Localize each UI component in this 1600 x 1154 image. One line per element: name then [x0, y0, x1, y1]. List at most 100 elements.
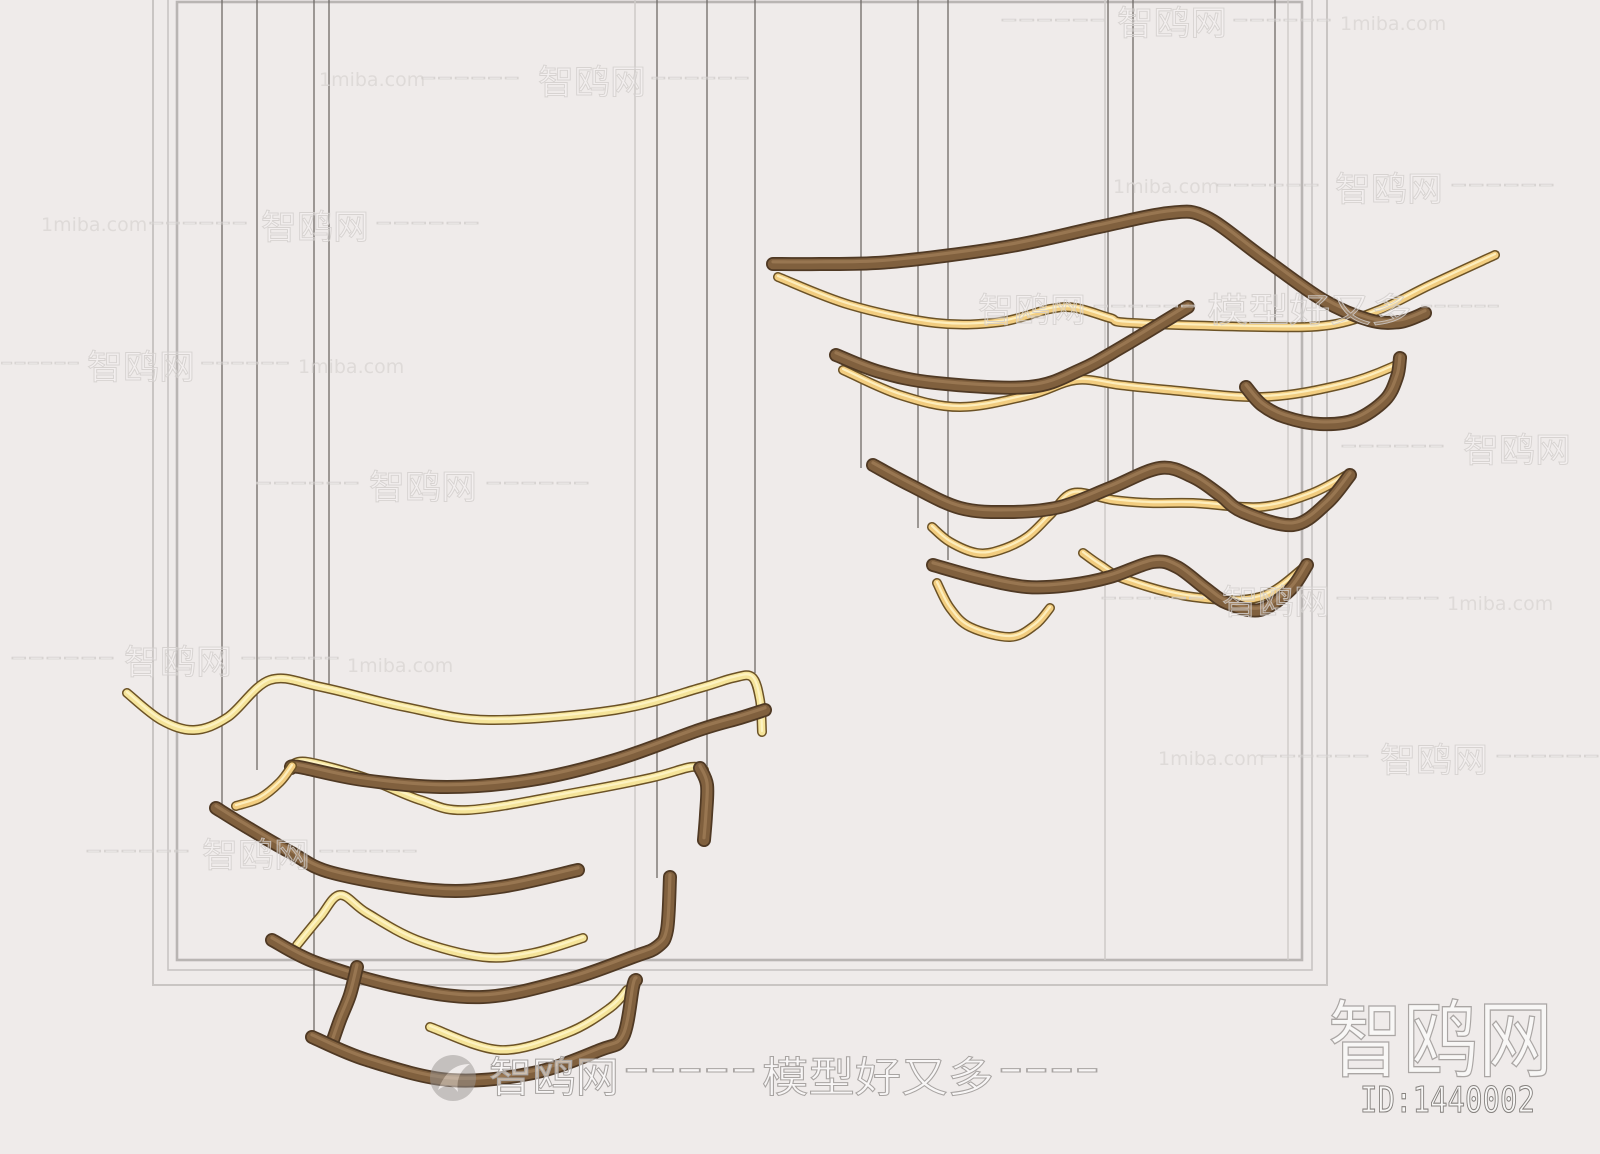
watermark-dashes: ------ [1215, 172, 1320, 197]
lamp-right-tier1-light-strip [773, 250, 1500, 333]
lamp-right-tier4-light-strip-left [932, 578, 1055, 642]
watermark-dashes: ------ [485, 470, 590, 495]
watermark-brand-text: 智鸥网 [124, 643, 232, 683]
wall-panel-frame [152, 0, 1328, 986]
lamp-left-tier3-tube [209, 801, 585, 898]
watermark-brand-text: 智鸥网 [1335, 170, 1443, 210]
body-stroke [767, 206, 1431, 329]
watermark-site-text: 1miba.com [41, 214, 147, 236]
watermark-dashes: ------ [650, 65, 750, 90]
highlight-stroke [331, 963, 359, 1040]
watermark-brand-text: 智鸥网 [1222, 583, 1330, 623]
lamp-left-tier5-light-strip [425, 985, 632, 1056]
watermark-site-text: 1miba.com [298, 356, 404, 378]
highlight-stroke [270, 873, 672, 997]
lamp-right-tier2-hook [1239, 351, 1407, 432]
watermark-dashes: ------ [1340, 433, 1445, 458]
body-stroke [285, 704, 771, 793]
watermark-slogan-text: 模型好又多 [1207, 291, 1412, 331]
lamp-right-tier1-tube [766, 204, 1432, 330]
lamp-left-tier4-light-strip [292, 890, 588, 963]
highlight-stroke [289, 706, 767, 787]
watermark-dashes: ------ [1420, 293, 1500, 318]
frame-middle [167, 0, 1313, 971]
highlight-stroke [871, 461, 1352, 525]
watermark-dashes: ------ [1232, 7, 1332, 32]
lamp-right-tier2-tube [829, 300, 1195, 395]
highlight-stroke [834, 303, 1190, 388]
watermark-dashes: ------ [1092, 293, 1197, 318]
body-stroke [830, 301, 1194, 393]
highlight-stroke [214, 804, 580, 891]
lamp-left-tier2-hook [693, 761, 715, 847]
highlight-stroke [295, 892, 585, 958]
watermark-site-text: 1miba.com [347, 655, 453, 677]
watermark-dashes: ------ [10, 645, 115, 670]
bird-logo-icon [430, 1055, 476, 1101]
watermark-dashes: ------ [0, 350, 80, 375]
watermark-brand-text: 智鸥网 [978, 291, 1086, 331]
banner-brand-text: 智鸥网 [489, 1053, 619, 1102]
watermark-dashes: ------ [318, 838, 418, 863]
lamp-left-tier5-strut [326, 960, 364, 1047]
watermark-dashes: ------ [240, 645, 340, 670]
body-stroke [210, 802, 584, 897]
highlight-stroke [1244, 354, 1402, 424]
watermark-dashes: ------ [148, 210, 248, 235]
lamp-right-tier3-tube [866, 458, 1357, 533]
watermark-brand-text: 智鸥网 [1117, 4, 1227, 44]
banner-separator: ----- [623, 1043, 757, 1092]
watermark-brand-text: 智鸥网 [538, 63, 646, 103]
watermark-dashes: ------ [375, 210, 480, 235]
watermark-site-text: 1miba.com [1113, 176, 1219, 198]
watermark-dashes: ------ [1495, 743, 1600, 768]
watermark-dashes: ------ [420, 65, 520, 90]
lamp-left-tier2-tube [283, 703, 772, 794]
highlight-stroke [428, 987, 629, 1051]
highlight-stroke [776, 252, 1497, 328]
lamp-left-tier2-twist [231, 761, 297, 811]
lamp-right-tier4-tube [926, 554, 1314, 618]
banner-tail-dashes: ---- [998, 1043, 1100, 1092]
highlight-stroke [125, 673, 764, 733]
highlight-stroke [289, 759, 706, 811]
watermark-dashes: ------ [1000, 7, 1107, 32]
watermark-site-text: 1miba.com [1158, 748, 1264, 770]
frame-inner [175, 0, 1304, 962]
watermark-site-text: 1miba.com [1340, 13, 1446, 35]
highlight-stroke [1081, 550, 1309, 601]
watermark-brand-text: 智鸥网 [261, 208, 369, 248]
model-id-label: ID:1440002 [1360, 1080, 1535, 1121]
highlight-stroke [931, 557, 1309, 610]
lamp-left-tier1-light-strip [122, 670, 767, 737]
corner-brand-text: 智鸥网 [1328, 992, 1553, 1090]
scattered-watermarks: 1miba.com ------ 智鸥网 ------ ------ 智鸥网 -… [0, 4, 1600, 877]
watermark-brand-text: 智鸥网 [87, 348, 195, 388]
watermark-site-text: 1miba.com [319, 69, 425, 91]
banner-slogan-text: 模型好又多 [762, 1053, 994, 1102]
lamp-right-tier4-light-strip-right [1078, 548, 1312, 606]
watermark-site-text: 1miba.com [1447, 593, 1553, 615]
lamp-right-tier2-light-strip [838, 352, 1407, 412]
watermark-brand-text: 智鸥网 [369, 468, 477, 508]
watermark-corner: 智鸥网 ID:1440002 [1327, 991, 1553, 1121]
pendant-lamp-right [766, 204, 1500, 642]
highlight-stroke [935, 580, 1052, 638]
watermark-brand-text: 智鸥网 [1463, 431, 1571, 471]
suspension-wires [221, 0, 1276, 1040]
highlight-stroke [841, 354, 1404, 408]
highlight-stroke [771, 207, 1427, 323]
highlight-stroke [234, 763, 294, 807]
body-stroke [927, 556, 1313, 616]
watermark-dashes: ------ [85, 838, 190, 863]
watermark-dashes: ------ [200, 350, 290, 375]
pendant-lamp-left [122, 670, 772, 1088]
body-stroke [867, 459, 1356, 531]
watermark-dashes: ------ [1260, 743, 1370, 768]
watermark-dashes: ------ [255, 470, 360, 495]
watermark-dashes: ------ [1100, 585, 1205, 610]
watermark-banner: 智鸥网 ----- 模型好又多 ---- [430, 1043, 1101, 1103]
lamp-left-tier4-tube [265, 870, 677, 1005]
